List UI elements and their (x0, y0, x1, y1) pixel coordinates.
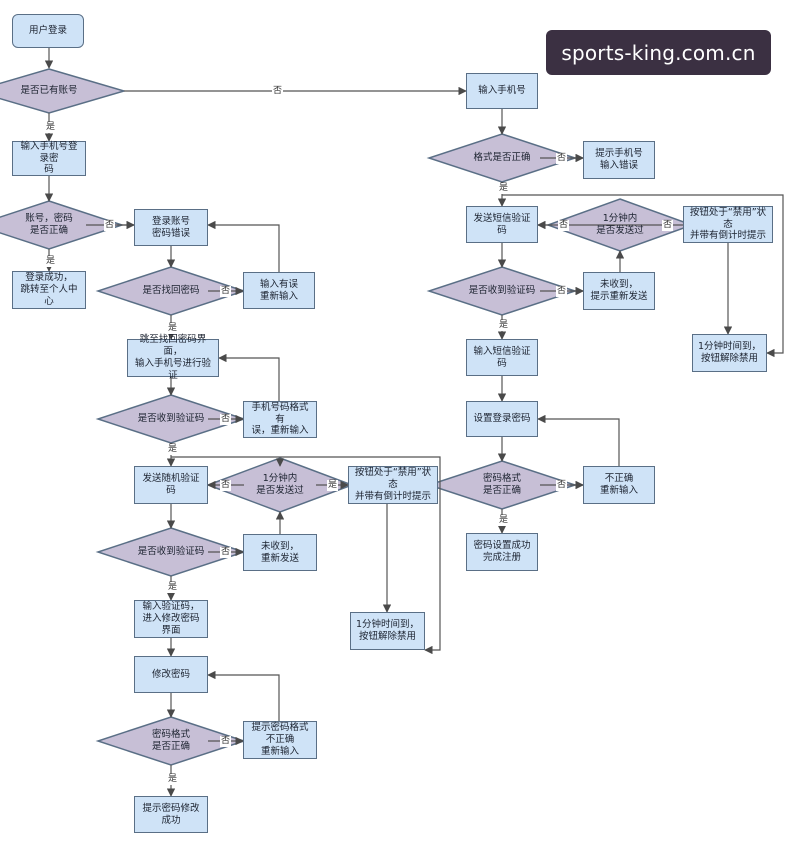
received-code-decision-1: 是否收到验证码 (137, 413, 205, 425)
send-sms-code-box: 发送短信验证码 (466, 206, 538, 243)
edge-loop-timeout-right (502, 194, 784, 358)
edge-format-hint-back (207, 670, 280, 721)
button-disabled-left-box: 按钮处于“禁用”状态 并带有倒计时提示 (348, 466, 438, 504)
label-login-no: 否 (104, 220, 116, 231)
label-format-yes: 是 (498, 183, 510, 194)
has-account-decision: 是否已有账号 (20, 85, 78, 97)
label-sent-left-yes: 是 (327, 480, 339, 491)
label-received1-yes: 是 (167, 444, 179, 455)
not-received-resend-box: 未收到， 重新发送 (243, 534, 317, 571)
edge-loop-timeout-left (171, 456, 441, 655)
hint-phone-error-box: 提示手机号 输入错误 (583, 141, 655, 179)
start-node: 用户登录 (12, 14, 84, 48)
send-random-code-box: 发送随机验证码 (134, 466, 208, 504)
phone-format-error-box: 手机号码格式有 误，重新输入 (243, 401, 317, 438)
timeout-enable-left-box: 1分钟时间到， 按钮解除禁用 (350, 612, 425, 650)
password-format-hint-box: 提示密码格式 不正确 重新输入 (243, 721, 317, 759)
label-sent-right-yes: 否 (662, 220, 674, 231)
set-login-password-box: 设置登录密码 (466, 401, 538, 437)
format-correct-decision: 格式是否正确 (473, 152, 531, 164)
find-password-decision: 是否找回密码 (142, 285, 200, 297)
sent-within-1min-left-decision: 1分钟内 是否发送过 (256, 473, 304, 496)
input-sms-code-box: 输入短信验证码 (466, 339, 538, 376)
input-code-modify-box: 输入验证码， 进入修改密码界面 (134, 600, 208, 638)
password-format-correct-left-decision: 密码格式 是否正确 (151, 729, 190, 752)
label-find-yes: 是 (167, 323, 179, 334)
received-code-right-decision: 是否收到验证码 (468, 285, 536, 297)
input-error-retry-box: 输入有误 重新输入 (243, 272, 315, 309)
label-received-right-yes: 是 (498, 320, 510, 331)
enter-phone-box: 输入手机号 (466, 73, 538, 109)
watermark-badge: sports-king.com.cn (546, 30, 771, 75)
label-has-account-yes: 是 (45, 122, 57, 133)
password-format-correct-right-decision: 密码格式 是否正确 (482, 473, 521, 496)
password-set-success-box: 密码设置成功 完成注册 (466, 533, 538, 571)
label-format-no: 否 (556, 153, 568, 164)
login-error-box: 登录账号 密码错误 (134, 209, 208, 246)
not-received-hint-box: 未收到， 提示重新发送 (583, 272, 655, 310)
button-disabled-right-box: 按钮处于“禁用”状态 并带有倒计时提示 (683, 206, 773, 243)
label-sent-right-no: 否 (558, 220, 570, 231)
label-format-right-no: 否 (556, 480, 568, 491)
received-code-decision-2: 是否收到验证码 (137, 546, 205, 558)
timeout-enable-right-box: 1分钟时间到， 按钮解除禁用 (692, 334, 767, 372)
label-received2-no: 否 (220, 547, 232, 558)
label-received2-yes: 是 (167, 582, 179, 593)
account-password-correct-decision: 账号，密码 是否正确 (25, 213, 73, 236)
edge-retry-back (207, 220, 280, 272)
goto-find-password-box: 跳至找回密码界面， 输入手机号进行验证 (127, 334, 219, 381)
login-success-box: 登录成功， 跳转至个人中心 (12, 271, 86, 309)
edge-phone-error-back (218, 353, 280, 401)
modify-password-box: 修改密码 (134, 656, 208, 693)
label-format-left-no: 否 (220, 736, 232, 747)
label-received1-no: 否 (220, 414, 232, 425)
incorrect-retry-box: 不正确 重新输入 (583, 466, 655, 504)
sent-within-1min-right-decision: 1分钟内 是否发送过 (596, 213, 644, 236)
edge-incorrect-back (537, 414, 620, 466)
password-modify-success-box: 提示密码修改成功 (134, 796, 208, 833)
enter-phone-password-box: 输入手机号登录密 码 (12, 141, 86, 176)
label-has-account-no: 否 (272, 86, 284, 97)
label-sent-left-no: 否 (220, 480, 232, 491)
label-format-right-yes: 是 (498, 515, 510, 526)
label-find-no: 否 (220, 286, 232, 297)
label-format-left-yes: 是 (167, 774, 179, 785)
label-received-right-no: 否 (556, 286, 568, 297)
label-login-yes: 是 (45, 256, 57, 267)
